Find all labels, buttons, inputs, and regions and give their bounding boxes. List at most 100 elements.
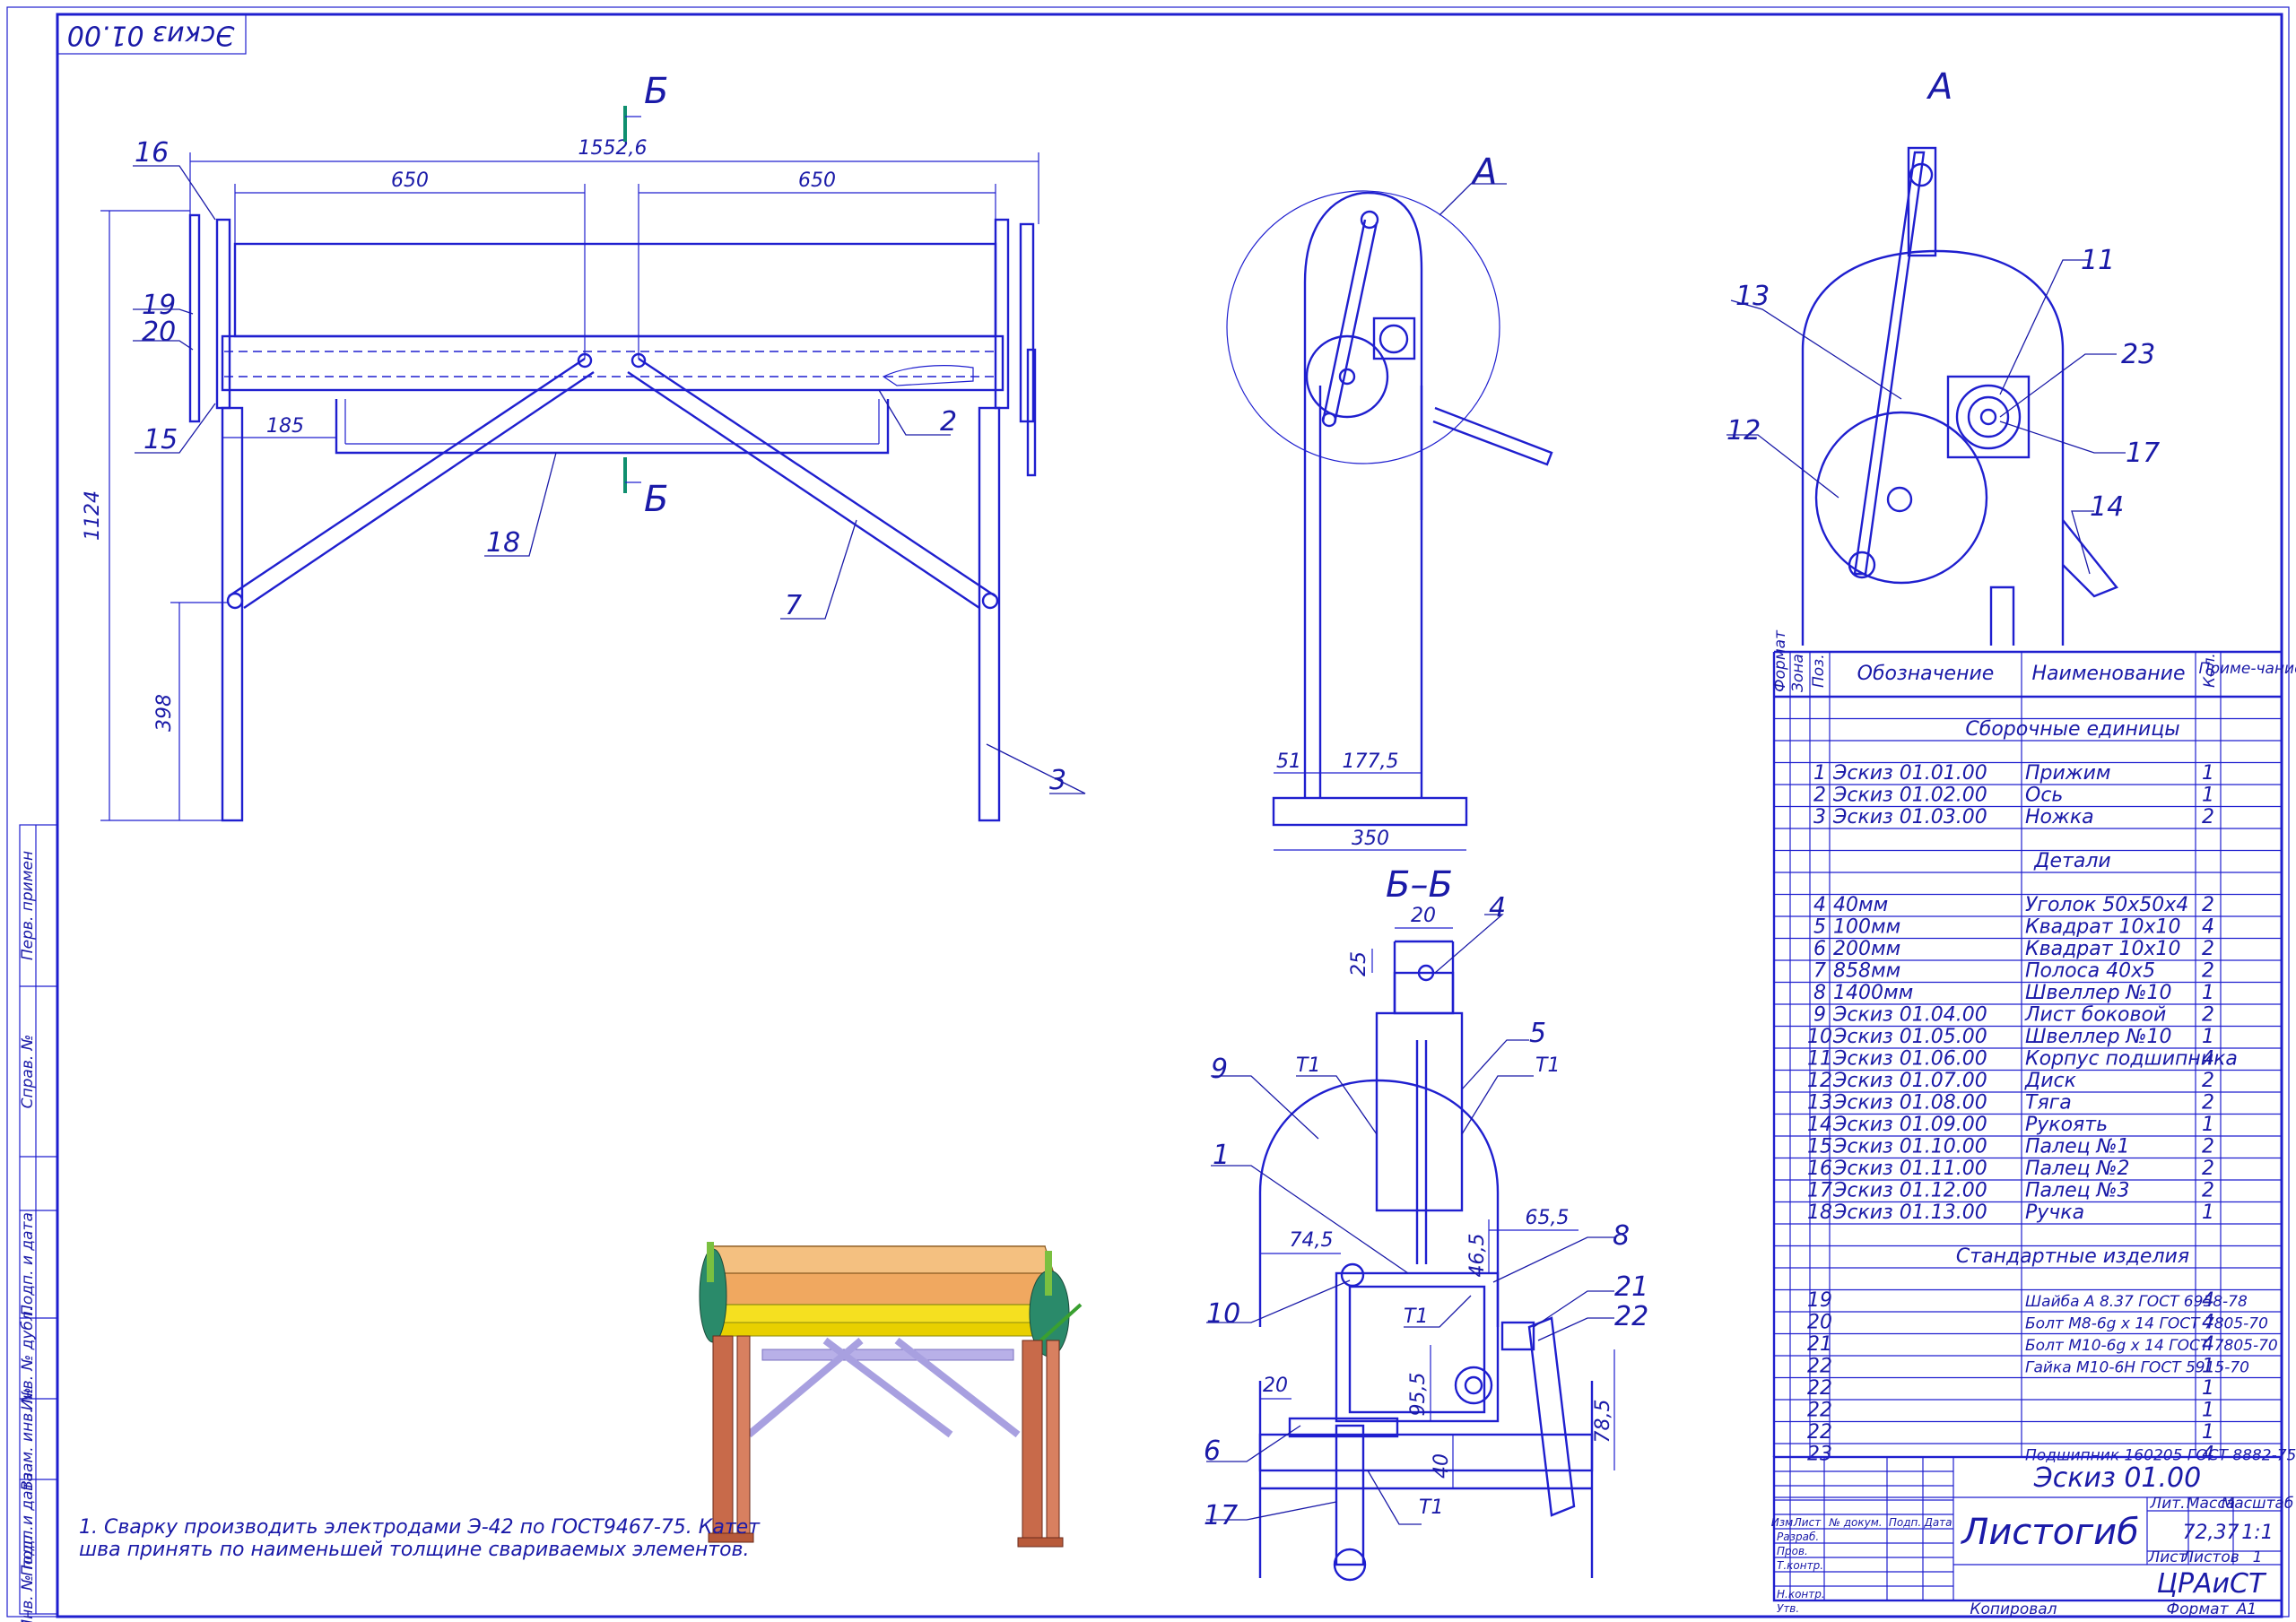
table-cell-name: Тяга bbox=[2025, 1092, 2072, 1115]
table-cell-name: Полоса 40х5 bbox=[2025, 960, 2155, 983]
callout-15: 15 bbox=[144, 424, 178, 455]
table-cell-pos: 9 bbox=[1813, 1004, 1826, 1027]
table-cell-name: Шайба А 8.37 ГОСТ 6958-78 bbox=[2025, 1293, 2248, 1311]
title-block-sheets: 1 bbox=[2253, 1548, 2263, 1566]
table-cell-pos: 19 bbox=[1807, 1289, 1832, 1312]
table-cell-name: Палец №3 bbox=[2025, 1180, 2129, 1202]
table-cell-designation: Эскиз 01.11.00 bbox=[1832, 1158, 1987, 1180]
table-cell-designation: Эскиз 01.12.00 bbox=[1832, 1180, 1987, 1202]
table-cell-pos: 12 bbox=[1807, 1070, 1832, 1092]
table-cell-name: Болт М8-6g х 14 ГОСТ 7805-70 bbox=[2025, 1315, 2268, 1333]
callout-17: 17 bbox=[1204, 1500, 1238, 1531]
callout-19: 19 bbox=[142, 290, 176, 321]
callout-4: 4 bbox=[1489, 892, 1506, 924]
title-block-col-label: Лист bbox=[1793, 1516, 1822, 1529]
table-cell-qty: 2 bbox=[2202, 894, 2214, 916]
view-label-section: Б–Б bbox=[1386, 864, 1453, 906]
technical-note-line-1: 1. Сварку производить электродами Э-42 п… bbox=[79, 1516, 761, 1539]
dim-sec-20a: 20 bbox=[1411, 905, 1436, 927]
table-cell-pos: 13 bbox=[1807, 1092, 1832, 1115]
title-block-sheets-label: Листов bbox=[2181, 1548, 2239, 1566]
table-cell-pos: 10 bbox=[1807, 1026, 1832, 1048]
table-header-designation: Обозначение bbox=[1857, 663, 1995, 685]
table-cell-qty: 2 bbox=[2202, 1070, 2214, 1092]
table-cell-pos: 22 bbox=[1807, 1377, 1832, 1400]
weld-mark-2: Т1 bbox=[1535, 1054, 1560, 1077]
weld-mark-1: Т1 bbox=[1296, 1054, 1320, 1077]
callout-17-a: 17 bbox=[2126, 438, 2160, 469]
table-cell-pos: 14 bbox=[1807, 1114, 1832, 1136]
table-cell-qty: 2 bbox=[2202, 1092, 2214, 1115]
table-section-title: Стандартные изделия bbox=[1956, 1245, 2189, 1268]
dim-sec-785: 78,5 bbox=[1592, 1400, 1614, 1444]
callout-12: 12 bbox=[1726, 415, 1761, 447]
table-cell-qty: 2 bbox=[2202, 938, 2214, 960]
table-cell-qty: 1 bbox=[2202, 1026, 2214, 1048]
section-view: Б–Б 20 25 74,5 65,5 46,5 2 bbox=[1204, 864, 1648, 1582]
table-cell-qty: 2 bbox=[2202, 806, 2214, 828]
table-cell-qty: 2 bbox=[2202, 1180, 2214, 1202]
technical-note-line-2: шва принять по наименьшей толщине сварив… bbox=[79, 1539, 750, 1561]
table-cell-qty: 2 bbox=[2202, 1136, 2214, 1158]
table-cell-name: Болт М10-6g х 14 ГОСТ 7805-70 bbox=[2025, 1337, 2278, 1355]
callout-14: 14 bbox=[2090, 491, 2124, 523]
left-sidebar: Перв. примен Справ. № Подп. и дата Инв. … bbox=[19, 824, 58, 1622]
table-cell-name: Лист боковой bbox=[2024, 1004, 2166, 1027]
dim-sec-745: 74,5 bbox=[1290, 1229, 1334, 1252]
title-block-col-label: Дата bbox=[1923, 1516, 1952, 1529]
table-cell-pos: 23 bbox=[1807, 1444, 1832, 1466]
title-block-scale-label: Масштаб bbox=[2222, 1495, 2294, 1513]
dim-sec-465: 46,5 bbox=[1466, 1234, 1489, 1278]
table-cell-name: Палец №1 bbox=[2025, 1136, 2129, 1158]
table-cell-pos: 17 bbox=[1807, 1180, 1832, 1202]
callout-6: 6 bbox=[1204, 1436, 1221, 1467]
table-cell-name: Квадрат 10х10 bbox=[2025, 938, 2181, 960]
parts-table-grid bbox=[1772, 650, 2283, 1457]
dim-sec-655: 65,5 bbox=[1526, 1207, 1570, 1229]
table-cell-pos: 7 bbox=[1813, 960, 1826, 983]
title-block-mass: 72,37 bbox=[2183, 1522, 2239, 1544]
callout-11: 11 bbox=[2081, 245, 2115, 276]
rotated-stamp-code: Эскиз 01.00 bbox=[67, 20, 235, 51]
table-cell-pos: 8 bbox=[1813, 982, 1826, 1004]
cut-label-top: Б bbox=[644, 71, 668, 112]
table-cell-designation: 858мм bbox=[1833, 960, 1900, 983]
detail-a: А 13 11 12 23 17 14 bbox=[1726, 66, 2160, 646]
table-cell-qty: 2 bbox=[2202, 1004, 2214, 1027]
table-cell-designation: 100мм bbox=[1833, 916, 1900, 939]
table-header-qty: Кол. bbox=[2201, 653, 2219, 688]
title-block-copied: Копировал bbox=[1970, 1600, 2057, 1618]
table-cell-designation: Эскиз 01.01.00 bbox=[1832, 762, 1987, 785]
table-cell-qty: 1 bbox=[2202, 762, 2214, 785]
view-label-a: А bbox=[1926, 66, 1952, 108]
isometric-view bbox=[699, 1242, 1083, 1548]
front-callouts: 16 19 20 15 2 18 7 3 bbox=[133, 137, 1086, 796]
table-cell-pos: 4 bbox=[1813, 894, 1826, 916]
title-block-col-label: Изм bbox=[1771, 1516, 1793, 1529]
table-cell-designation: Эскиз 01.13.00 bbox=[1832, 1201, 1987, 1224]
title-block-format-label: Формат bbox=[2167, 1600, 2230, 1618]
dim-sec-40: 40 bbox=[1431, 1453, 1453, 1479]
table-cell-qty: 4 bbox=[2202, 916, 2214, 939]
table-cell-pos: 22 bbox=[1807, 1421, 1832, 1444]
sidebar-label-5: Взам. инв. № bbox=[19, 1387, 37, 1490]
table-cell-pos: 1 bbox=[1813, 762, 1826, 785]
callout-8: 8 bbox=[1613, 1220, 1630, 1252]
table-section-title: Сборочные единицы bbox=[1965, 718, 2179, 741]
table-cell-designation: Эскиз 01.05.00 bbox=[1832, 1026, 1987, 1048]
table-cell-name: Ножка bbox=[2025, 806, 2094, 828]
sidebar-label-1: Перв. примен bbox=[19, 851, 37, 960]
weld-mark-4: Т1 bbox=[1419, 1496, 1443, 1519]
weld-mark-3: Т1 bbox=[1404, 1305, 1428, 1328]
view-label-a-side: А bbox=[1470, 152, 1497, 193]
dim-right-span: 650 bbox=[798, 169, 836, 192]
table-cell-pos: 6 bbox=[1813, 938, 1826, 960]
table-cell-name: Квадрат 10х10 bbox=[2025, 916, 2181, 939]
dim-lower-height: 398 bbox=[153, 694, 176, 732]
table-cell-pos: 16 bbox=[1807, 1158, 1832, 1180]
sidebar-label-3: Подп. и дата bbox=[19, 1212, 37, 1316]
sidebar-label-7: Инв. № подл. bbox=[19, 1525, 37, 1622]
callout-5: 5 bbox=[1529, 1018, 1546, 1049]
callout-10: 10 bbox=[1206, 1298, 1240, 1330]
